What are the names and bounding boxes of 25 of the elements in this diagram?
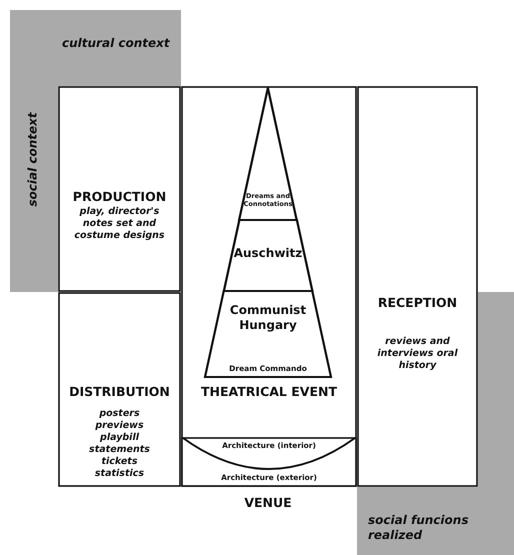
section-panel bbox=[58, 86, 181, 292]
tier-label: Auschwitz bbox=[232, 246, 304, 261]
tier-label: Communist Hungary bbox=[228, 303, 308, 333]
venue-band bbox=[181, 437, 357, 487]
heading: THEATRICAL EVENT bbox=[201, 384, 337, 399]
context-band bbox=[10, 10, 181, 292]
band-label: cultural context bbox=[62, 36, 171, 51]
context-band bbox=[357, 292, 514, 555]
heading: PRODUCTION bbox=[72, 189, 168, 204]
section-panel bbox=[357, 86, 478, 487]
pyramid-tier bbox=[224, 220, 312, 291]
pyramid-shape bbox=[205, 88, 331, 377]
section-panel bbox=[58, 292, 181, 487]
heading: DISTRIBUTION bbox=[68, 384, 171, 399]
venue-label: VENUE bbox=[243, 495, 293, 510]
band-label: social funcions realized bbox=[368, 513, 470, 543]
pyramid-tier bbox=[205, 291, 331, 377]
heading: RECEPTION bbox=[376, 295, 458, 310]
item-list: reviews and interviews oral history bbox=[375, 336, 460, 372]
pyramid-tier bbox=[239, 88, 297, 220]
item-list: posters previews playbill statements tickets statistics bbox=[89, 408, 150, 480]
stage-panel bbox=[181, 86, 357, 487]
arc-band bbox=[183, 438, 355, 470]
band-label: social context bbox=[26, 111, 40, 209]
item-list: play, director's notes set and costume designs bbox=[72, 206, 167, 242]
